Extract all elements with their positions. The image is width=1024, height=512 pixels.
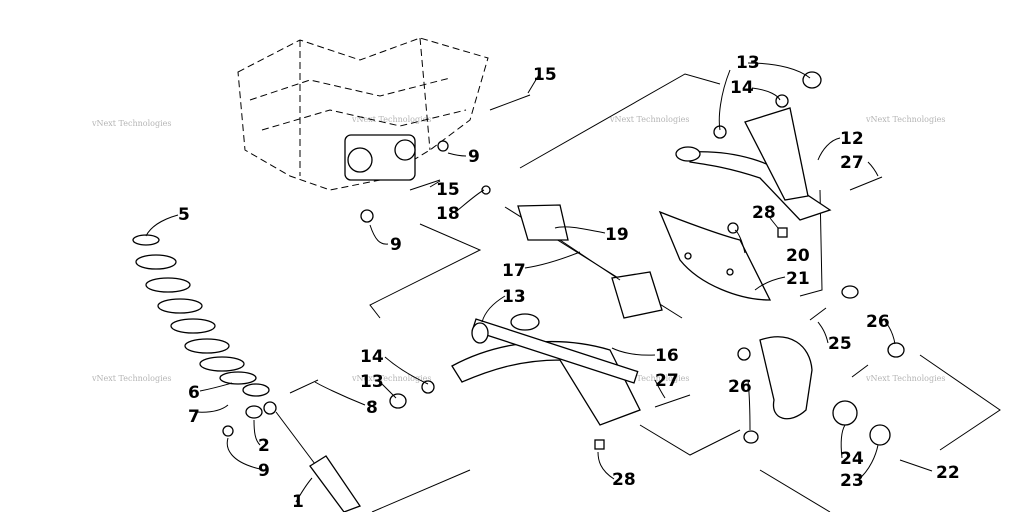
watermark: vNext Technologies — [91, 119, 171, 128]
callout-15[interactable]: 15 — [436, 180, 460, 200]
watermark: vNext Technologies — [351, 374, 431, 383]
skid-plate — [658, 210, 772, 301]
watermark: vNext Technologies — [351, 115, 431, 124]
callout-19[interactable]: 19 — [605, 225, 629, 245]
watermark: vNext Technologies — [865, 115, 945, 124]
callout-20[interactable]: 20 — [786, 246, 810, 266]
watermark: vNext Technologies — [91, 374, 171, 383]
lower-a-arm — [389, 313, 691, 450]
callout-27[interactable]: 27 — [655, 371, 679, 391]
assembly-outlines — [369, 73, 1001, 512]
callout-15[interactable]: 15 — [533, 65, 557, 85]
callout-26[interactable]: 26 — [728, 377, 752, 397]
watermark: vNext Technologies — [865, 374, 945, 383]
callout-6[interactable]: 6 — [188, 383, 200, 403]
drive-axle — [481, 185, 683, 319]
callout-13[interactable]: 13 — [502, 287, 526, 307]
callout-13[interactable]: 13 — [360, 372, 384, 392]
callout-28[interactable]: 28 — [752, 203, 776, 223]
callout-14[interactable]: 14 — [730, 78, 754, 98]
callout-17[interactable]: 17 — [502, 261, 526, 281]
callout-8[interactable]: 8 — [366, 398, 378, 418]
callout-26[interactable]: 26 — [866, 312, 890, 332]
knuckle-hub — [737, 285, 905, 446]
callout-7[interactable]: 7 — [188, 407, 200, 427]
watermarks: vNext Technologies vNext Technologies vN… — [91, 115, 945, 383]
callout-16[interactable]: 16 — [655, 346, 679, 366]
callout-28[interactable]: 28 — [612, 470, 636, 490]
callout-1[interactable]: 1 — [292, 492, 304, 512]
callout-14[interactable]: 14 — [360, 347, 384, 367]
coil-spring — [132, 234, 277, 419]
callout-21[interactable]: 21 — [786, 269, 810, 289]
shock-absorber — [222, 379, 362, 512]
frame-hardware — [360, 94, 531, 223]
callout-25[interactable]: 25 — [828, 334, 852, 354]
callout-12[interactable]: 12 — [840, 129, 864, 149]
callout-5[interactable]: 5 — [178, 205, 190, 225]
upper-a-arm — [675, 71, 883, 238]
callout-13[interactable]: 13 — [736, 53, 760, 73]
callout-22[interactable]: 22 — [936, 463, 960, 483]
callout-9[interactable]: 9 — [258, 461, 270, 481]
callout-9[interactable]: 9 — [468, 147, 480, 167]
leader-lines — [145, 62, 933, 503]
callout-2[interactable]: 2 — [258, 436, 270, 456]
callout-18[interactable]: 18 — [436, 204, 460, 224]
watermark: vNext Technologies — [609, 115, 689, 124]
callout-9[interactable]: 9 — [390, 235, 402, 255]
callout-27[interactable]: 27 — [840, 153, 864, 173]
callouts: 13 14 12 27 15 9 15 18 9 19 17 28 20 21 … — [178, 53, 960, 512]
vehicle-frame — [237, 37, 489, 191]
callout-24[interactable]: 24 — [840, 449, 864, 469]
watermark: vNext Technologies — [609, 374, 689, 383]
callout-23[interactable]: 23 — [840, 471, 864, 491]
